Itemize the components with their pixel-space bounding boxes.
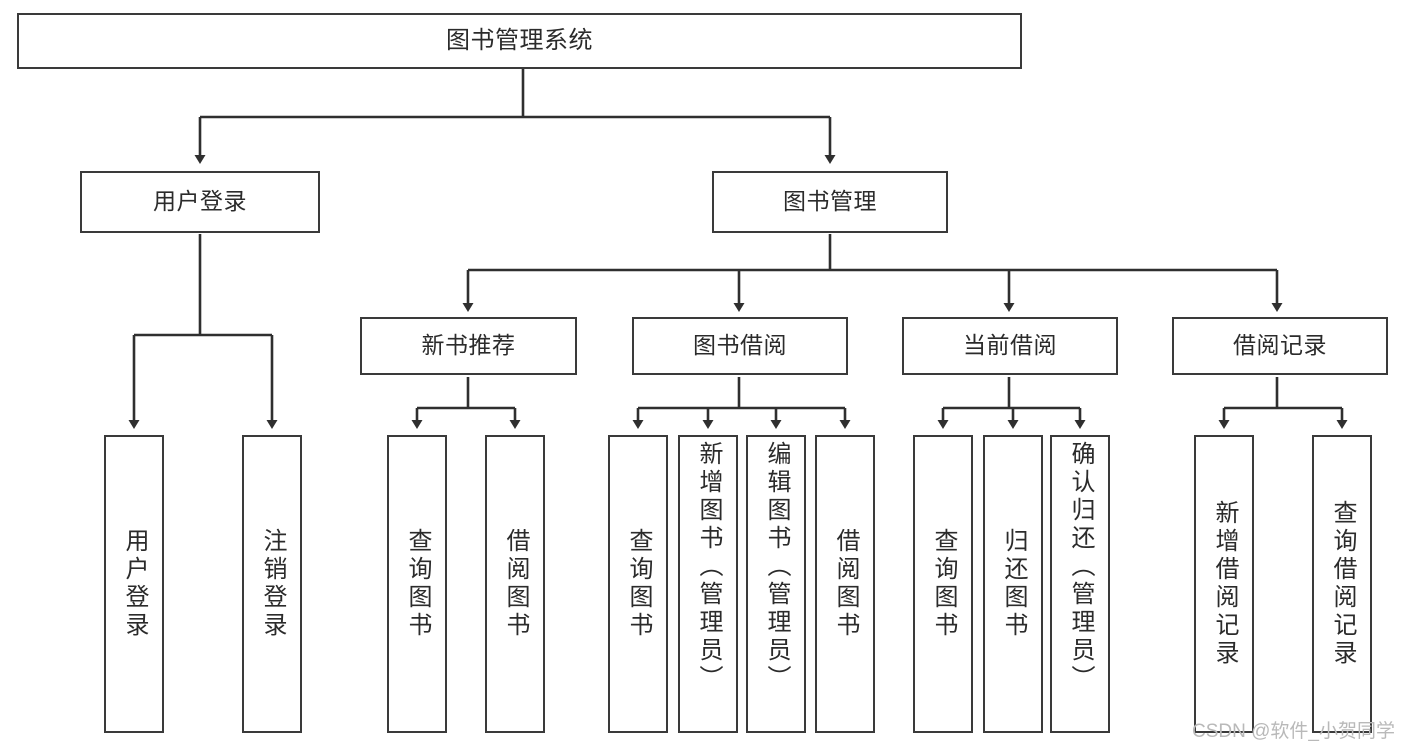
node-new-book-recommend[interactable]: 新书推荐 xyxy=(360,317,577,375)
leaf-confirm-return-admin[interactable]: 确认归还（管理员） xyxy=(1050,435,1110,733)
leaf-add-borrow-record[interactable]: 新增借阅记录 xyxy=(1194,435,1254,733)
leaf-edit-book-admin[interactable]: 编辑图书（管理员） xyxy=(746,435,806,733)
leaf-user-login[interactable]: 用户登录 xyxy=(104,435,164,733)
node-book-borrow[interactable]: 图书借阅 xyxy=(632,317,848,375)
leaf-query-book-recommend-label: 查询图书 xyxy=(404,528,431,640)
leaf-return-book[interactable]: 归还图书 xyxy=(983,435,1043,733)
leaf-add-book-admin[interactable]: 新增图书（管理员） xyxy=(678,435,738,733)
watermark: CSDN @软件_小贺同学 xyxy=(1192,721,1395,742)
leaf-logout-label: 注销登录 xyxy=(259,528,286,640)
node-borrow-record-label: 借阅记录 xyxy=(1233,332,1327,359)
leaf-confirm-return-admin-label: 确认归还（管理员） xyxy=(1067,441,1094,693)
node-borrow-record[interactable]: 借阅记录 xyxy=(1172,317,1388,375)
leaf-user-login-label: 用户登录 xyxy=(121,528,148,640)
leaf-return-book-label: 归还图书 xyxy=(1000,528,1027,640)
leaf-borrow-book[interactable]: 借阅图书 xyxy=(815,435,875,733)
node-user-login[interactable]: 用户登录 xyxy=(80,171,320,233)
node-root[interactable]: 图书管理系统 xyxy=(17,13,1022,69)
leaf-borrow-book-recommend[interactable]: 借阅图书 xyxy=(485,435,545,733)
node-book-management-label: 图书管理 xyxy=(783,188,877,215)
node-current-borrow-label: 当前借阅 xyxy=(963,332,1057,359)
leaf-add-borrow-record-label: 新增借阅记录 xyxy=(1211,500,1238,668)
leaf-edit-book-admin-label: 编辑图书（管理员） xyxy=(763,441,790,693)
node-book-borrow-label: 图书借阅 xyxy=(693,332,787,359)
leaf-query-book-recommend[interactable]: 查询图书 xyxy=(387,435,447,733)
node-user-login-label: 用户登录 xyxy=(153,188,247,215)
node-current-borrow[interactable]: 当前借阅 xyxy=(902,317,1118,375)
leaf-query-book-borrow[interactable]: 查询图书 xyxy=(608,435,668,733)
leaf-query-borrow-record[interactable]: 查询借阅记录 xyxy=(1312,435,1372,733)
leaf-query-book-current-label: 查询图书 xyxy=(930,528,957,640)
leaf-query-borrow-record-label: 查询借阅记录 xyxy=(1329,500,1356,668)
leaf-logout[interactable]: 注销登录 xyxy=(242,435,302,733)
leaf-borrow-book-label: 借阅图书 xyxy=(832,528,859,640)
leaf-query-book-current[interactable]: 查询图书 xyxy=(913,435,973,733)
leaf-query-book-borrow-label: 查询图书 xyxy=(625,528,652,640)
node-book-management[interactable]: 图书管理 xyxy=(712,171,948,233)
node-root-label: 图书管理系统 xyxy=(446,26,593,54)
leaf-add-book-admin-label: 新增图书（管理员） xyxy=(695,441,722,693)
leaf-borrow-book-recommend-label: 借阅图书 xyxy=(502,528,529,640)
node-new-book-recommend-label: 新书推荐 xyxy=(421,332,516,359)
